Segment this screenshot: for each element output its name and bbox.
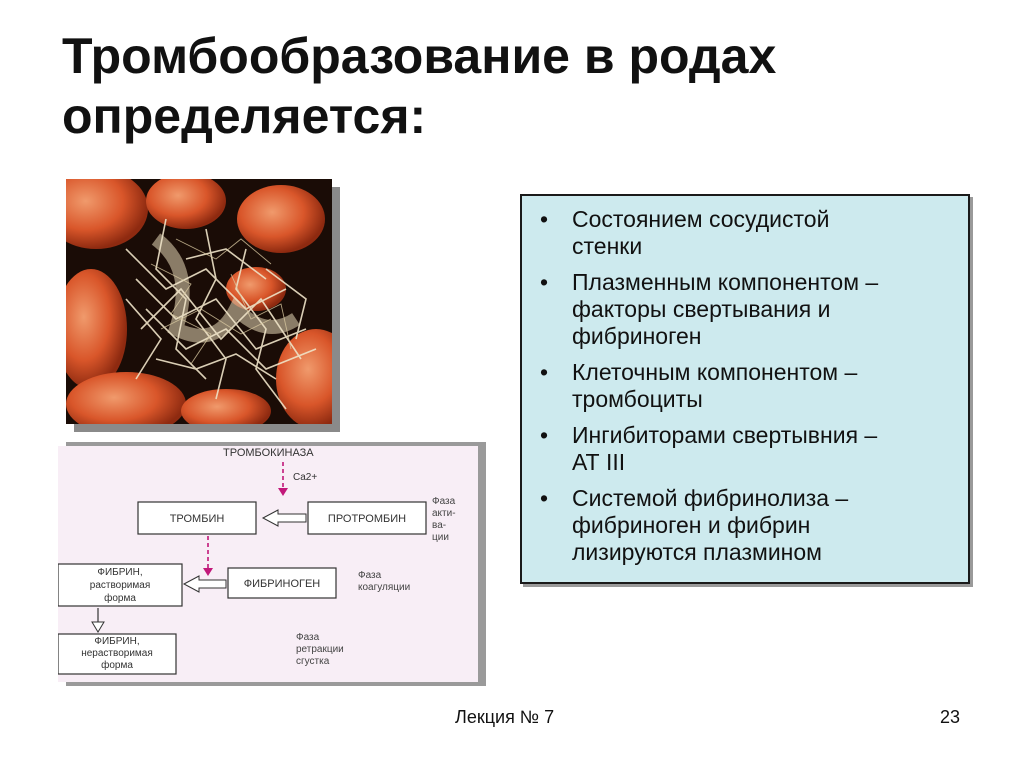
bullet-panel: • Состоянием сосудистой стенки • Плазмен… (520, 194, 970, 584)
bullet-2-line-1: Плазменным компонентом – (572, 269, 879, 295)
footer-lecture-label: Лекция № 7 (455, 707, 555, 727)
label-phase-retr-2: ретракции (296, 644, 344, 655)
label-phase-activation-4: ции (432, 532, 449, 543)
label-fibrin-soluble-3: форма (104, 592, 136, 604)
label-phase-activation-1: Фаза (432, 496, 456, 507)
diagram-panel: ТРОМБОКИНАЗА Ca2+ ТРОМБИН ПРОТРОМБИН Фаз… (58, 446, 478, 682)
label-phase-activation-2: акти- (432, 508, 456, 519)
label-phase-activation-3: ва- (432, 520, 446, 531)
bullet-item-1: • Состоянием сосудистой стенки (534, 206, 950, 260)
bullet-3-line-1: Клеточным компонентом – (572, 359, 858, 385)
box-thrombin (137, 501, 257, 535)
label-phase-coag-2: коагуляции (358, 582, 410, 593)
title-line-2: определяется: (62, 88, 427, 144)
bullet-dot: • (540, 485, 549, 511)
label-fibrin-insoluble-1: ФИБРИН, (94, 636, 139, 647)
bullet-5-line-1: Системой фибринолиза – (572, 485, 849, 511)
bullet-2-line-2: факторы свертывания и (572, 296, 831, 322)
bullet-1-line-1: Состоянием сосудистой (572, 206, 830, 232)
bullet-dot: • (540, 269, 549, 295)
label-fibrin-soluble-2: растворимая (90, 580, 150, 591)
bullet-5-line-3: лизируются плазмином (572, 539, 822, 565)
label-phase-retr-3: сгустка (296, 656, 330, 667)
bullet-item-3: • Клеточным компонентом – тромбоциты (534, 359, 950, 413)
label-ca: Ca2+ (293, 472, 317, 483)
bullet-3-line-2: тромбоциты (572, 386, 703, 412)
label-fibrinogen: ФИБРИНОГЕН (244, 578, 321, 590)
label-phase-coag-1: Фаза (358, 570, 382, 581)
bullet-4-line-1: Ингибиторами свертывния – (572, 422, 878, 448)
coagulation-diagram: ТРОМБОКИНАЗА Ca2+ ТРОМБИН ПРОТРОМБИН Фаз… (58, 442, 486, 686)
label-fibrin-insoluble-3: форма (101, 659, 133, 671)
bullet-item-4: • Ингибиторами свертывния – АТ III (534, 422, 950, 476)
bullet-list: • Состоянием сосудистой стенки • Плазмен… (534, 206, 950, 566)
bullet-item-5: • Системой фибринолиза – фибриноген и фи… (534, 485, 950, 566)
label-thrombokinase: ТРОМБОКИНАЗА (223, 447, 314, 459)
slide-title: Тромбообразование в родах определяется: (62, 26, 1002, 146)
bullet-dot: • (540, 359, 549, 385)
box-fibrin-soluble (58, 563, 183, 607)
label-prothrombin: ПРОТРОМБИН (328, 513, 406, 525)
micrograph-image (66, 179, 332, 424)
label-fibrin-insoluble-2: нерастворимая (81, 648, 153, 659)
bullet-4-line-2: АТ III (572, 449, 626, 475)
label-fibrin-soluble-1: ФИБРИН, (97, 567, 142, 578)
bullet-5-line-2: фибриноген и фибрин (572, 512, 811, 538)
page-number: 23 (940, 707, 961, 727)
bullet-dot: • (540, 422, 549, 448)
bullet-2-line-3: фибриноген (572, 323, 702, 349)
box-fibrinogen (227, 567, 337, 599)
box-fibrin-insoluble (58, 633, 177, 675)
label-phase-retr-1: Фаза (296, 632, 320, 643)
box-prothrombin (307, 501, 427, 535)
bullet-1-line-2: стенки (572, 233, 643, 259)
title-line-1: Тромбообразование в родах (62, 28, 777, 84)
bullet-item-2: • Плазменным компонентом – факторы сверт… (534, 269, 950, 350)
bullet-dot: • (540, 206, 549, 232)
label-thrombin: ТРОМБИН (170, 513, 225, 525)
clot-micrograph (66, 179, 340, 432)
